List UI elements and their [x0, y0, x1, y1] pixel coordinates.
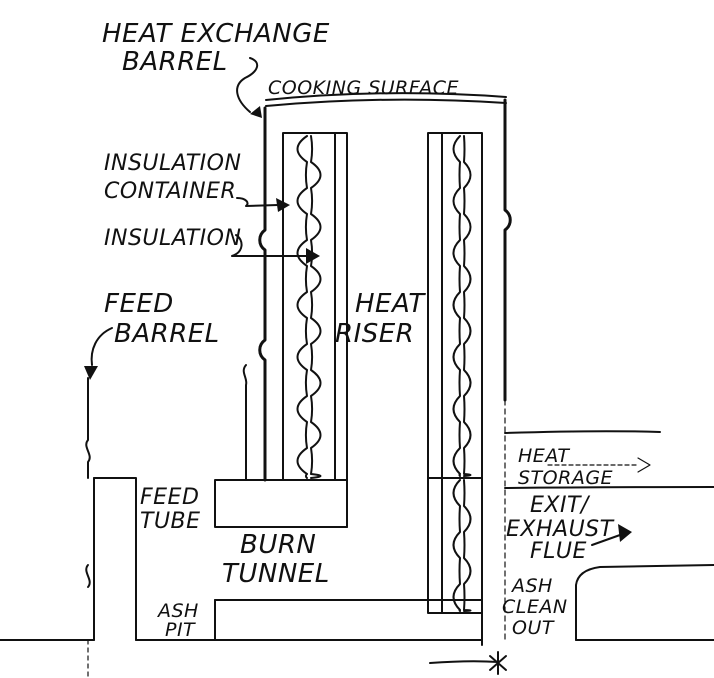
labels: HEAT EXCHANGE BARREL COOKING SURFACE INS… — [102, 19, 615, 641]
heat-storage-label-1: HEAT — [518, 445, 570, 467]
burn-chamber — [214, 364, 483, 641]
burn-tunnel-label-2: TUNNEL — [222, 559, 330, 589]
feed-barrel-label-2: BARREL — [114, 319, 220, 349]
exit-flue-label-2: EXHAUST — [506, 517, 615, 542]
ground — [0, 639, 714, 675]
ash-pit-label-1: ASH — [156, 600, 199, 622]
burn-tunnel-label-1: BURN — [240, 530, 316, 560]
insulation-container-label-1: INSULATION — [104, 151, 241, 176]
heat-exchange-barrel-label-1: HEAT EXCHANGE — [102, 19, 330, 49]
insulation-container-right — [427, 132, 483, 614]
heat-storage-label-2: STORAGE — [518, 467, 613, 489]
heat-exchange-barrel — [258, 92, 512, 482]
insulation-label: INSULATION — [104, 226, 241, 251]
ash-cleanout-label-1: ASH — [510, 575, 553, 597]
exit-flue-label-3: FLUE — [530, 539, 587, 564]
ash-cleanout-label-2: CLEAN — [502, 596, 568, 618]
insulation-left — [296, 135, 322, 479]
heat-exchange-barrel-label-2: BARREL — [122, 47, 228, 77]
heat-riser-label-1: HEAT — [355, 289, 426, 319]
insulation-right — [452, 135, 472, 612]
feed-tube-label-1: FEED — [140, 485, 199, 510]
feed-tube-label-2: TUBE — [140, 509, 201, 534]
cooking-surface-label: COOKING SURFACE — [268, 77, 459, 99]
heat-storage-bench — [504, 399, 714, 641]
feed-barrel — [85, 377, 137, 678]
heat-riser-label-2: RISER — [335, 319, 414, 349]
leader-arrows — [84, 57, 632, 546]
insulation-container-label-2: CONTAINER — [104, 179, 236, 204]
exit-flue-label-1: EXIT/ — [530, 493, 591, 518]
ash-cleanout-label-3: OUT — [512, 617, 555, 639]
ash-pit-label-2: PIT — [165, 619, 196, 641]
feed-barrel-label-1: FEED — [104, 289, 174, 319]
